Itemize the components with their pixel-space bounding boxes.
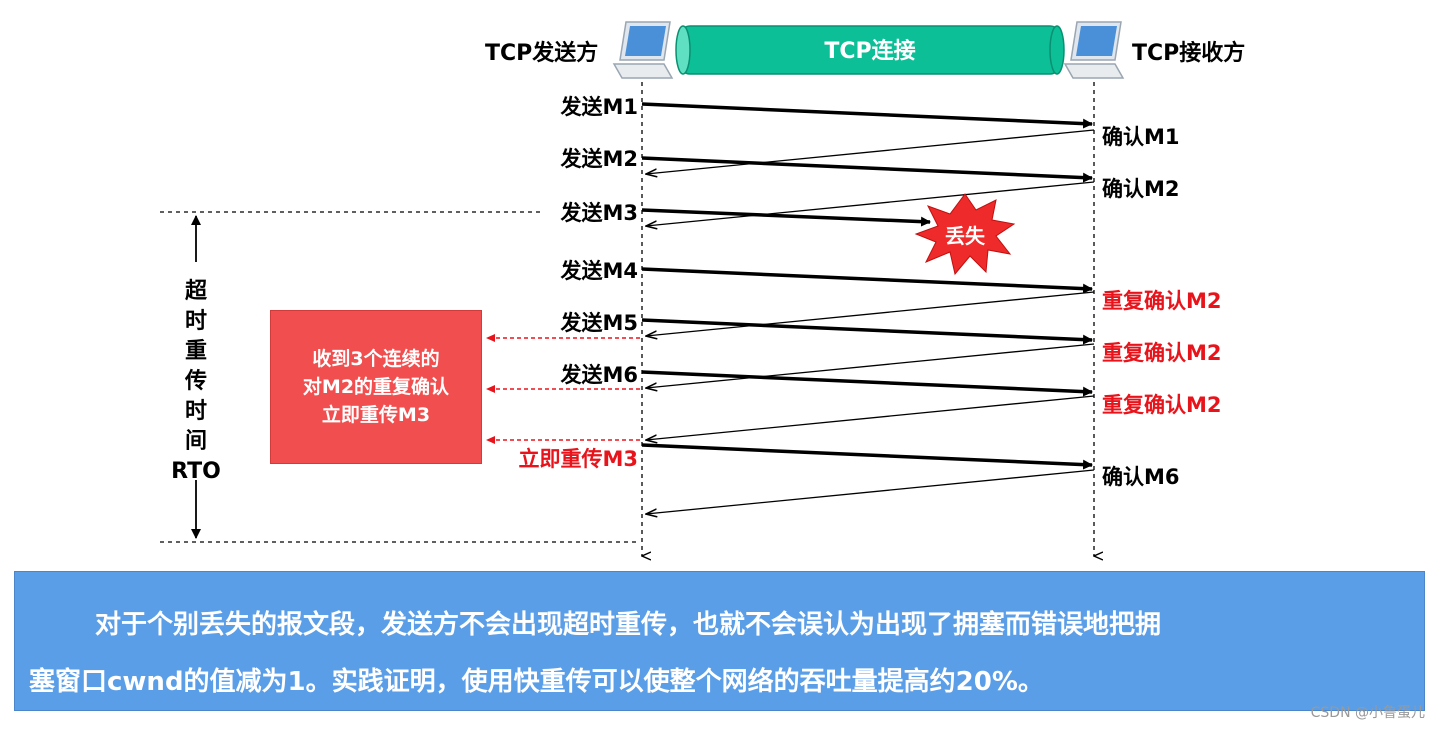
note-line-2: 对M2的重复确认 bbox=[302, 376, 450, 398]
dup-ack-label-1: 重复确认M2 bbox=[1102, 289, 1222, 313]
rto-label: RTO bbox=[171, 459, 221, 484]
dup-ack-label-2: 重复确认M2 bbox=[1102, 341, 1222, 365]
note-line-3: 立即重传M3 bbox=[321, 404, 431, 426]
ack-arrow-m6 bbox=[646, 469, 1095, 514]
ack-arrow-m2 bbox=[646, 181, 1095, 226]
receiver-title: TCP接收方 bbox=[1132, 40, 1245, 66]
dup-ack-arrow-1 bbox=[646, 291, 1095, 336]
send-arrow-m3-lost bbox=[641, 208, 931, 227]
retransmit-arrow-m3 bbox=[641, 443, 1093, 470]
rto-char-2: 时 bbox=[185, 309, 207, 334]
send-label-m5: 发送M5 bbox=[559, 311, 638, 335]
dup-ack-arrow-3 bbox=[646, 395, 1095, 440]
summary-line-2: 塞窗口cwnd的值减为1。实践证明，使用快重传可以使整个网络的吞吐量提高约20%… bbox=[29, 667, 1044, 697]
dup-ack-arrow-2 bbox=[646, 343, 1095, 388]
send-label-m4: 发送M4 bbox=[559, 259, 638, 283]
fast-retransmit-note: 收到3个连续的 对M2的重复确认 立即重传M3 bbox=[270, 310, 482, 464]
rto-char-3: 重 bbox=[185, 339, 207, 364]
send-arrow-m5 bbox=[641, 318, 1093, 345]
send-label-m3: 发送M3 bbox=[559, 201, 638, 225]
ack-label-m6: 确认M6 bbox=[1102, 465, 1180, 489]
tcp-connection-pipe bbox=[675, 25, 1065, 75]
rto-char-1: 超 bbox=[185, 279, 208, 304]
receiver-laptop-icon bbox=[1063, 21, 1125, 79]
sender-title: TCP发送方 bbox=[485, 40, 598, 66]
connection-title: TCP连接 bbox=[824, 38, 915, 64]
summary-box: 对于个别丢失的报文段，发送方不会出现超时重传，也就不会误认为出现了拥塞而错误地把… bbox=[14, 571, 1425, 711]
send-label-m2: 发送M2 bbox=[559, 147, 638, 171]
loss-burst-icon bbox=[914, 193, 1016, 276]
sender-laptop-icon bbox=[612, 21, 674, 79]
watermark: CSDN @小鲁蛋儿 bbox=[1310, 705, 1425, 721]
send-label-m1: 发送M1 bbox=[559, 95, 638, 119]
rto-char-5: 时 bbox=[185, 399, 207, 424]
note-line-1: 收到3个连续的 bbox=[312, 348, 440, 370]
send-arrow-m4 bbox=[641, 267, 1093, 294]
dup-ack-label-3: 重复确认M2 bbox=[1102, 393, 1222, 417]
summary-line-1: 对于个别丢失的报文段，发送方不会出现超时重传，也就不会误认为出现了拥塞而错误地把… bbox=[95, 610, 1162, 640]
send-arrow-m2 bbox=[641, 156, 1093, 183]
send-arrow-m1 bbox=[641, 102, 1093, 129]
rto-char-4: 传 bbox=[184, 369, 207, 394]
loss-label: 丢失 bbox=[945, 224, 986, 248]
send-label-m6: 发送M6 bbox=[559, 363, 638, 387]
retransmit-label: 立即重传M3 bbox=[518, 447, 638, 471]
send-arrow-m6 bbox=[641, 370, 1093, 397]
ack-arrow-m1 bbox=[646, 129, 1095, 174]
ack-label-m1: 确认M1 bbox=[1102, 125, 1180, 149]
ack-label-m2: 确认M2 bbox=[1102, 177, 1180, 201]
rto-char-6: 间 bbox=[185, 429, 207, 454]
